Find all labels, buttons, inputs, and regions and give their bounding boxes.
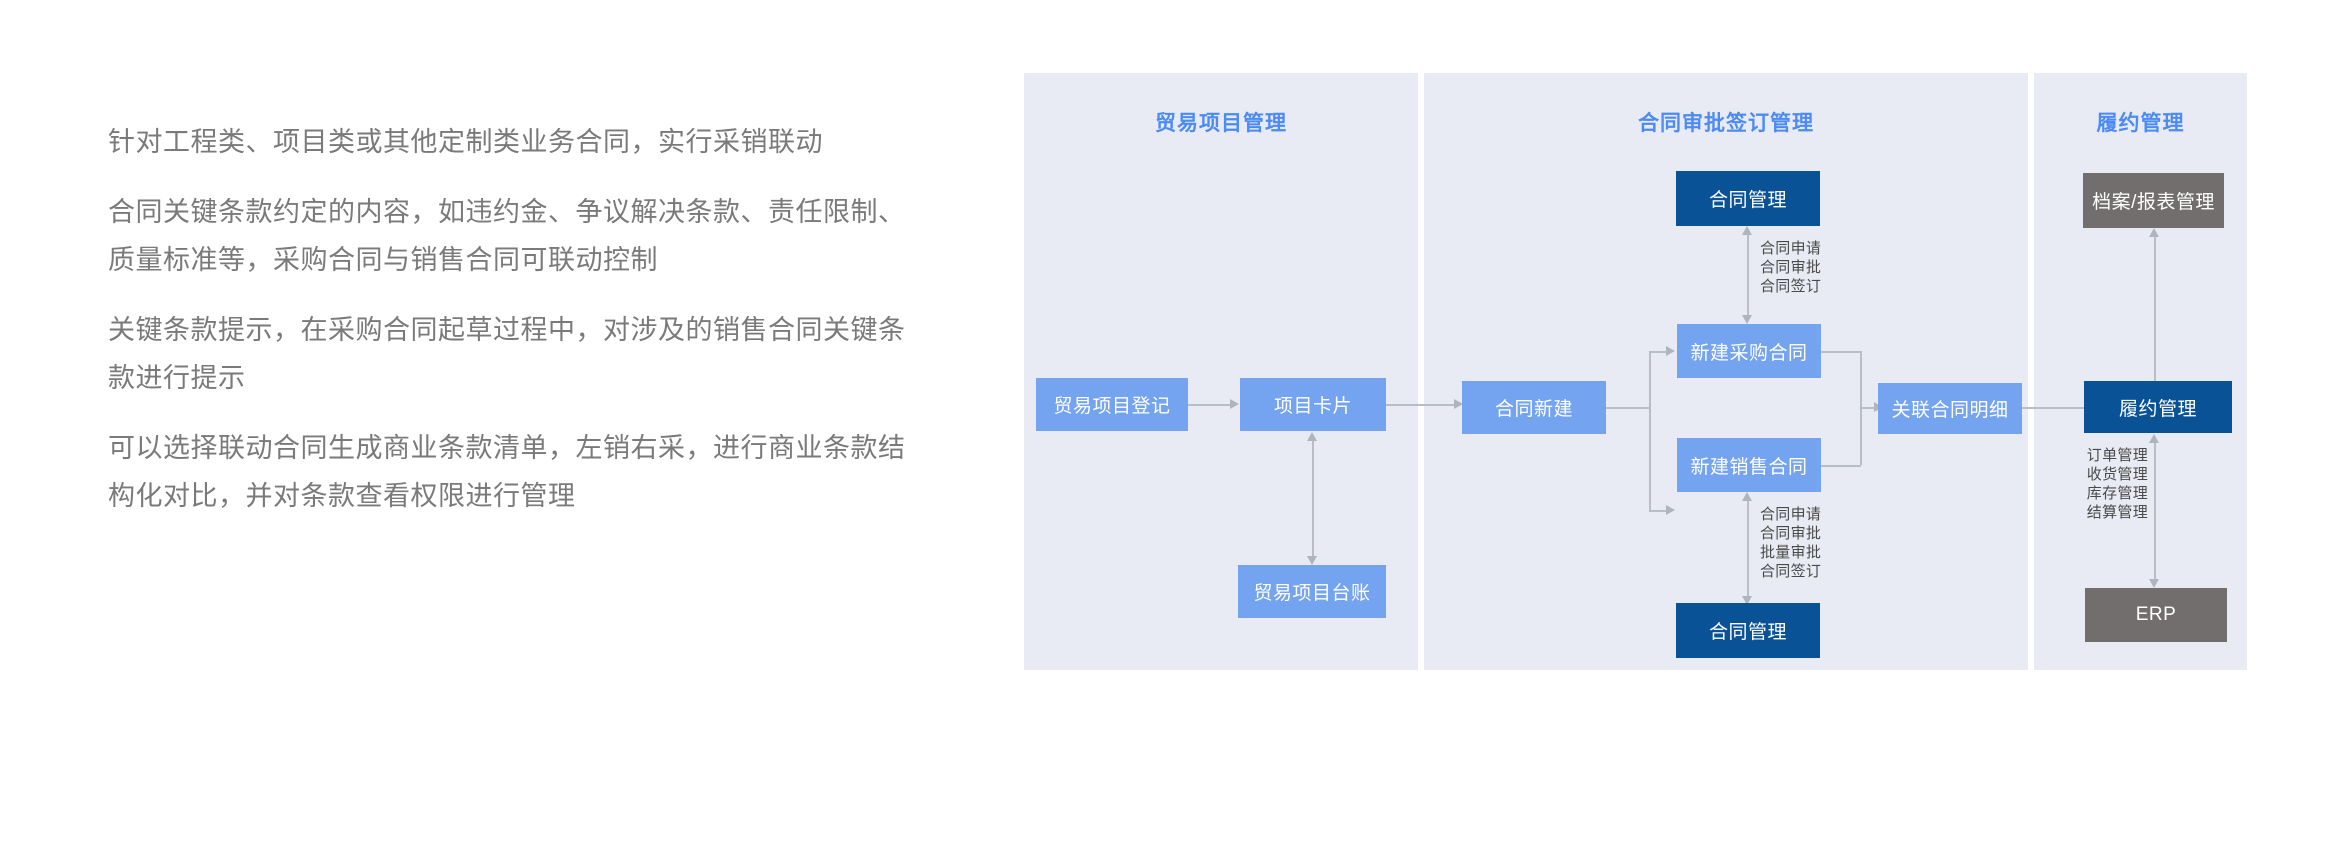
node-trade-project-register[interactable]: 贸易项目登记	[1036, 378, 1188, 431]
connector-incoming-performance	[2034, 407, 2092, 409]
connector-merge-to-detail	[1860, 407, 1878, 409]
node-new-purchase-contract[interactable]: 新建采购合同	[1677, 324, 1821, 378]
node-contract-management-top[interactable]: 合同管理	[1676, 171, 1820, 226]
arrowhead-up-new-sales-contract	[1742, 492, 1752, 501]
connector-create-branch-stem	[1606, 407, 1650, 409]
description-paragraph-1: 针对工程类、项目类或其他定制类业务合同，实行采销联动	[108, 127, 823, 157]
connector-performance-to-erp	[2154, 443, 2156, 583]
panel-title-trade-project-management: 贸易项目管理	[1155, 112, 1287, 135]
arrowhead-down-erp	[2149, 579, 2159, 588]
edge-label-erp-flow-steps: 订单管理 收货管理 库存管理 结算管理	[2086, 447, 2148, 521]
node-project-card[interactable]: 项目卡片	[1240, 378, 1386, 431]
connector-register-to-card	[1188, 404, 1232, 406]
arrowhead-incoming-contract-create	[1454, 399, 1463, 409]
panel-title-contract-approval-signing-management: 合同审批签订管理	[1638, 112, 1814, 135]
arrowhead-up-contract-management-top	[1742, 226, 1752, 235]
description-paragraph-2: 合同关键条款约定的内容，如违约金、争议解决条款、责任限制、质量标准等，采购合同与…	[108, 197, 906, 275]
node-contract-management-bottom[interactable]: 合同管理	[1676, 603, 1820, 658]
connector-sales-to-contract-management-bottom	[1747, 501, 1749, 600]
node-trade-project-ledger[interactable]: 贸易项目台账	[1238, 565, 1386, 618]
panel-contract-approval-signing-management: 合同审批签订管理 合同管理 合同申请 合同审批 合同签订 合同新建 新建采购合同…	[1424, 73, 2092, 670]
panel-title-performance-management: 履约管理	[2096, 112, 2185, 135]
edge-label-sales-flow-steps: 合同申请 合同审批 批量审批 合同签订	[1760, 506, 1822, 580]
arrowhead-up-archive-report	[2149, 228, 2159, 237]
process-flow-diagram: 贸易项目管理 贸易项目登记 项目卡片 贸易项目台账 合同审批签订管理 合同管理 …	[1024, 73, 2247, 670]
node-new-sales-contract[interactable]: 新建销售合同	[1677, 438, 1821, 492]
arrowhead-branch-to-purchase	[1666, 346, 1675, 356]
description-text-column: 针对工程类、项目类或其他定制类业务合同，实行采销联动 合同关键条款约定的内容，如…	[108, 118, 938, 542]
connector-card-to-ledger	[1312, 441, 1314, 558]
connector-sales-to-merge	[1821, 465, 1861, 467]
description-paragraph-4: 可以选择联动合同生成商业条款清单，左销右采，进行商业条款结构化对比，并对条款查看…	[108, 433, 906, 511]
arrowhead-down-contract-management-bottom	[1742, 596, 1752, 605]
connector-purchase-to-merge	[1821, 351, 1861, 353]
panel-trade-project-management: 贸易项目管理 贸易项目登记 项目卡片 贸易项目台账	[1024, 73, 1462, 670]
panel-performance-management: 履约管理 档案/报表管理 履约管理 订单管理 收货管理 库存管理 结算管理 ER…	[2034, 73, 2247, 670]
node-performance-management[interactable]: 履约管理	[2084, 381, 2232, 433]
connector-incoming-left	[1424, 404, 1456, 406]
connector-purchase-to-contract-management	[1747, 235, 1749, 319]
node-contract-create[interactable]: 合同新建	[1462, 381, 1606, 434]
connector-branch-to-purchase	[1649, 351, 1669, 353]
arrowhead-ledger-to-card	[1307, 432, 1317, 441]
arrowhead-branch-to-sales	[1666, 505, 1675, 515]
node-archive-report-management[interactable]: 档案/报表管理	[2083, 173, 2224, 228]
node-erp[interactable]: ERP	[2085, 588, 2227, 642]
arrowhead-register-to-card	[1230, 399, 1239, 409]
connector-create-branch-vertical	[1649, 351, 1651, 511]
node-related-contract-detail[interactable]: 关联合同明细	[1878, 383, 2022, 434]
connector-branch-to-sales	[1649, 510, 1669, 512]
description-paragraph-3: 关键条款提示，在采购合同起草过程中，对涉及的销售合同关键条款进行提示	[108, 315, 906, 393]
arrowhead-up-performance-management	[2149, 434, 2159, 443]
arrowhead-card-to-ledger	[1307, 556, 1317, 565]
connector-performance-to-archive	[2154, 237, 2156, 382]
arrowhead-down-new-purchase-contract	[1742, 315, 1752, 324]
edge-label-purchase-flow-steps: 合同申请 合同审批 合同签订	[1760, 240, 1822, 295]
